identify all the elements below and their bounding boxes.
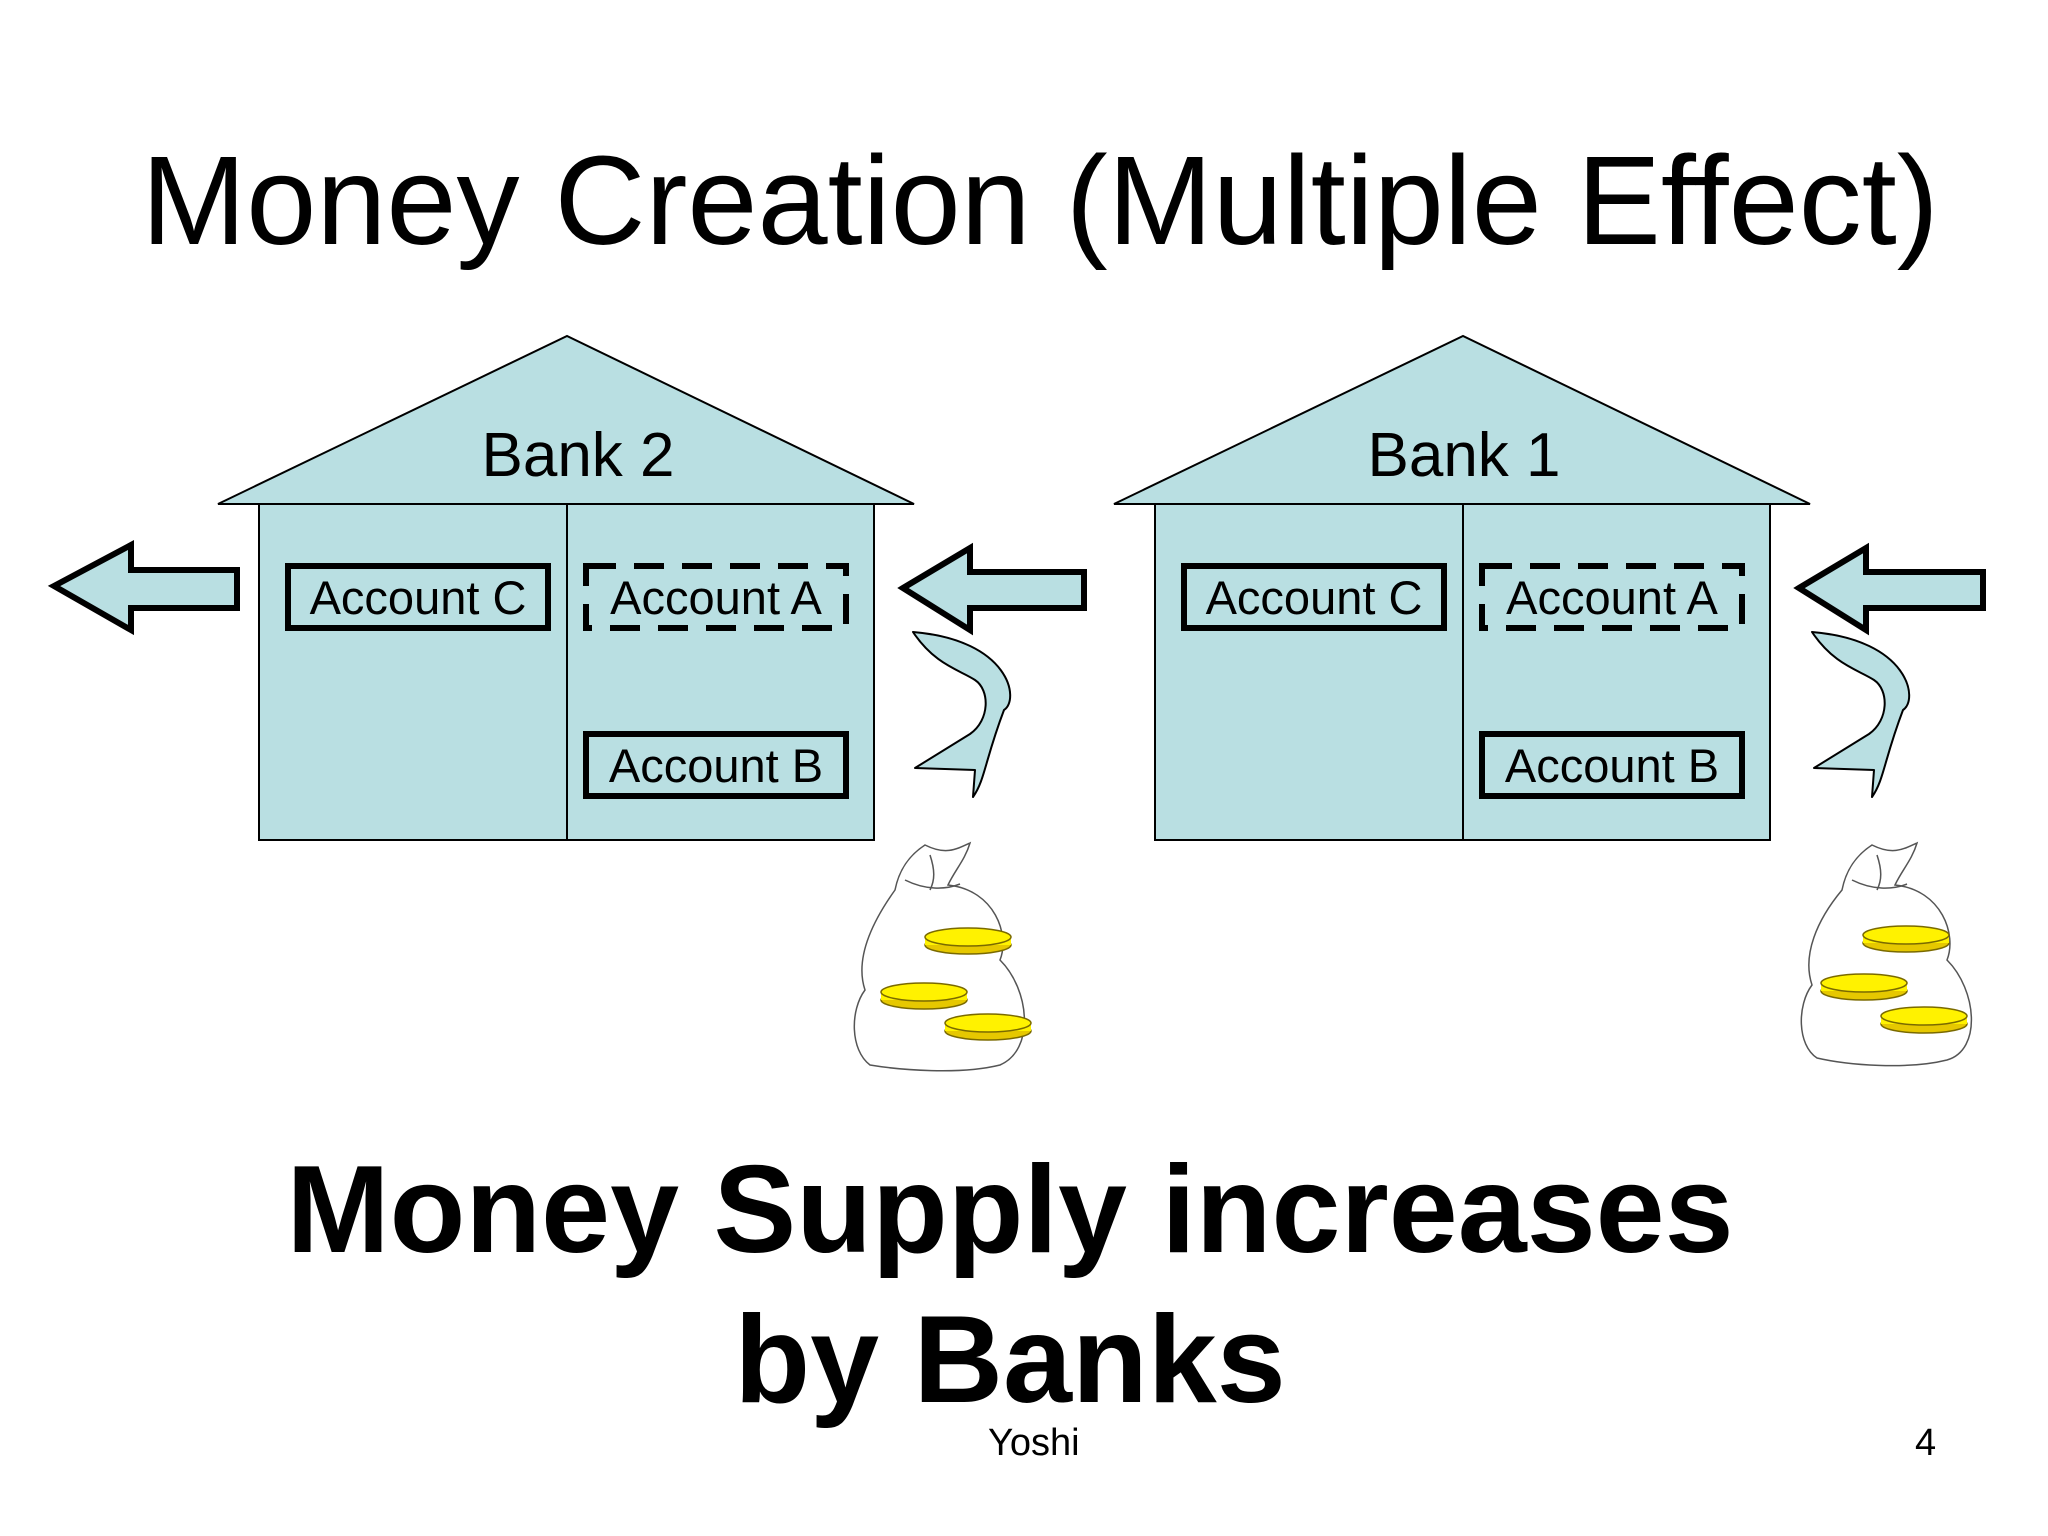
headline-line-1: Money Supply increases — [286, 1141, 1734, 1279]
bank-2-account-a-label: Account A — [610, 571, 822, 624]
bank-1-account-b-box — [1479, 731, 1745, 799]
bank-2-account-c-box — [285, 563, 551, 631]
coin-icon — [924, 927, 1012, 955]
bank-1-account-a-box — [1479, 563, 1745, 631]
bank-1-account-a-label: Account A — [1506, 571, 1718, 624]
money-bag-icon — [1800, 841, 1973, 1067]
bank-2-account-b-box — [583, 731, 849, 799]
bank-2-account-a-box — [583, 563, 849, 631]
bank-2-account-b-label: Account B — [609, 739, 823, 792]
coin-icon — [944, 1013, 1032, 1041]
money-bag-icon — [853, 841, 1032, 1072]
curved-arrow-icon — [1811, 631, 1911, 798]
headline: Money Supply increases by Banks — [160, 1135, 1860, 1435]
bank-2-label: Bank 2 — [481, 421, 674, 490]
arrow-left-icon — [897, 542, 1087, 636]
bank-1-label: Bank 1 — [1367, 421, 1560, 490]
bank-1-account-b-label: Account B — [1505, 739, 1719, 792]
coin-icon — [1880, 1006, 1968, 1034]
page-number: 4 — [1915, 1422, 1937, 1464]
curved-arrow-icon — [912, 631, 1012, 798]
arrow-left-icon — [1793, 542, 1986, 636]
bank-2-account-c-label: Account C — [310, 571, 527, 624]
bank-1-account-c-label: Account C — [1206, 571, 1423, 624]
headline-line-2: by Banks — [734, 1291, 1286, 1429]
bank-1-account-c-box — [1181, 563, 1447, 631]
coin-icon — [880, 982, 968, 1010]
bank-2: Bank 2 Account C Account A Account B — [217, 334, 915, 841]
arrow-left-icon — [47, 540, 240, 636]
page-title: Money Creation (Multiple Effect) — [141, 130, 1939, 271]
coin-icon — [1820, 973, 1908, 1001]
bank-1: Bank 1 Account C Account A Account B — [1113, 334, 1811, 841]
coin-icon — [1862, 925, 1950, 953]
footer-author: Yoshi — [988, 1422, 1080, 1464]
